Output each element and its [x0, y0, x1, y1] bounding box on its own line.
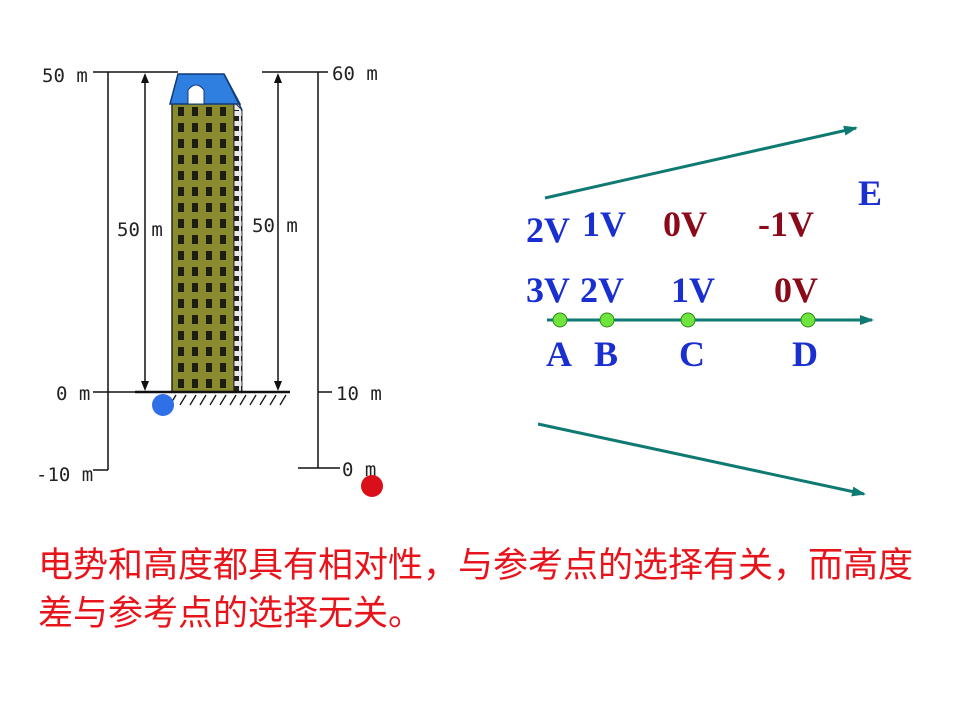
bottom-potential-c: 1V [671, 270, 715, 310]
right-label-middle: 50 m [252, 215, 298, 237]
point-d-marker [800, 312, 816, 328]
top-potential-d: -1V [758, 204, 814, 244]
ref-point-low-red [361, 475, 383, 497]
bottom-potential-a: 3V [526, 270, 570, 310]
right-label-zero: 0 m [342, 459, 376, 481]
point-a-label: A [546, 334, 572, 374]
bottom-potential-d: 0V [774, 270, 818, 310]
caption-text: 电势和高度都具有相对性，与参考点的选择有关，而高度差与参考点的选择无关。 [38, 546, 914, 634]
top-potential-b: 1V [582, 204, 626, 244]
left-label-top: 50 m [42, 65, 88, 87]
left-label-zero: 0 m [56, 383, 90, 405]
point-b-label: B [594, 334, 618, 374]
point-d-label: D [792, 334, 818, 374]
field-line-top [544, 125, 858, 200]
left-label-middle: 50 m [117, 219, 163, 241]
point-b-marker [599, 312, 615, 328]
top-potential-a: 2V [526, 210, 570, 250]
height-reference-figure: 50 m 0 m -10 m 50 m 50 m [36, 63, 383, 497]
field-label-e: E [858, 173, 882, 213]
top-potential-c: 0V [663, 204, 707, 244]
point-c-label: C [679, 334, 705, 374]
bottom-potential-b: 2V [580, 270, 624, 310]
building-icon [169, 73, 243, 393]
point-a-marker [552, 312, 568, 328]
ground-hatching [169, 394, 287, 406]
electric-field-figure: E 2V 1V 0V -1V 3V 2V 1V 0V A B C D [526, 125, 882, 497]
point-c-marker [680, 312, 696, 328]
left-label-bottom: -10 m [36, 464, 93, 486]
field-line-bottom [537, 422, 866, 497]
right-label-top: 60 m [332, 63, 378, 85]
ref-point-ground-blue [152, 394, 174, 416]
right-label-ten: 10 m [336, 383, 382, 405]
building-roof [169, 73, 242, 105]
